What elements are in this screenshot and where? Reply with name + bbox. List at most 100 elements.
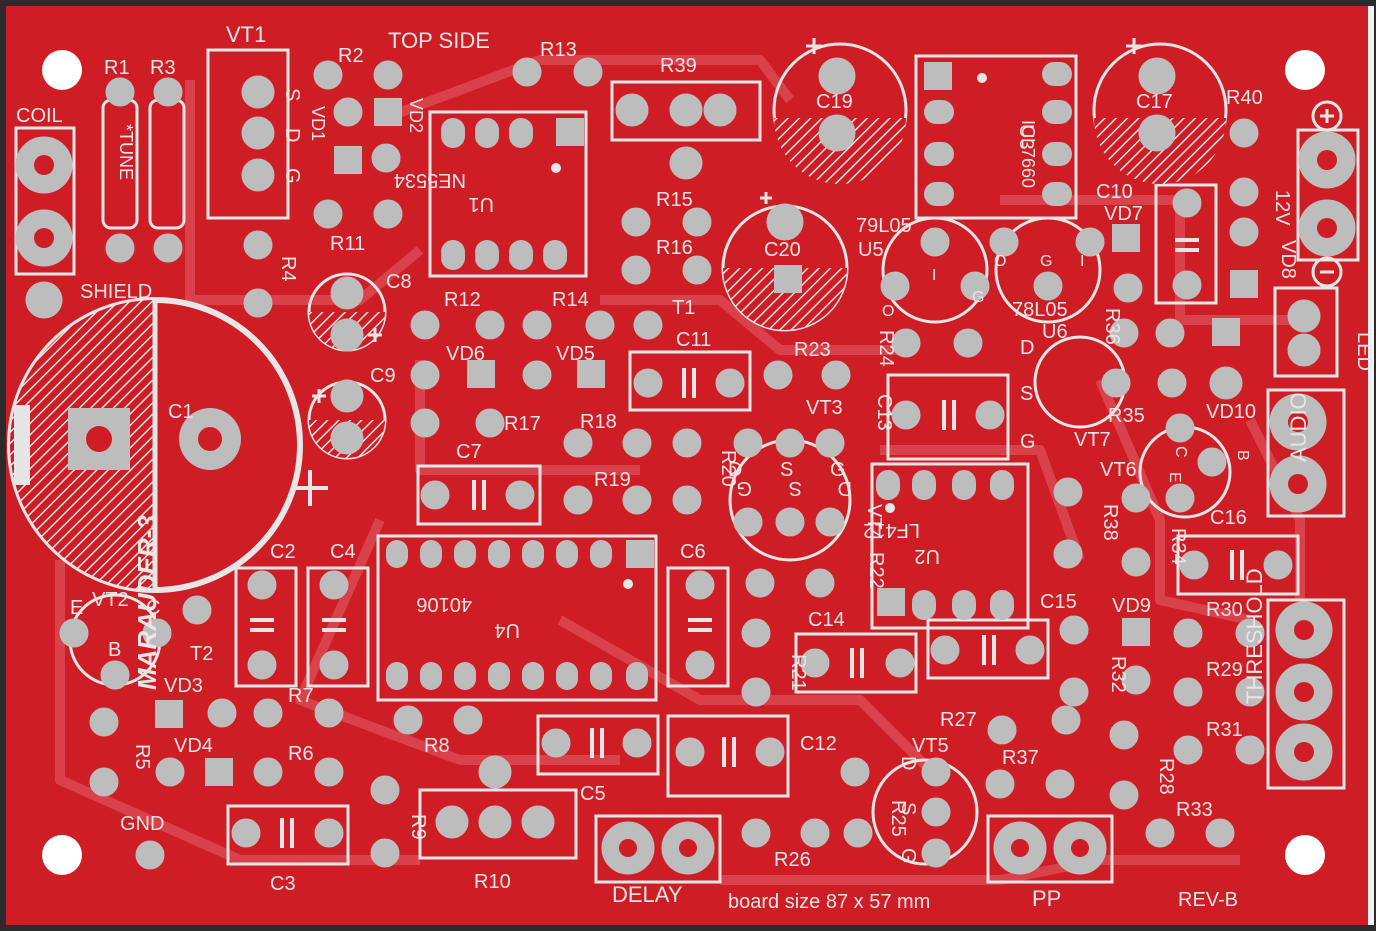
- label-r33: R33: [1176, 799, 1213, 821]
- label-vt5-s: S: [897, 802, 919, 815]
- label-r23: R23: [794, 339, 831, 361]
- label-vt1-g: G: [281, 168, 303, 184]
- label-vt4: VT4: [863, 504, 885, 541]
- c1-capacitor: [7, 297, 328, 593]
- label-led: LED: [1353, 332, 1375, 371]
- label-r18: R18: [580, 411, 617, 433]
- label-vt4-s: S: [789, 477, 802, 499]
- label-shield: SHIELD: [80, 281, 152, 303]
- label-r40: R40: [1226, 87, 1263, 109]
- label-vt3-g: G: [830, 459, 846, 481]
- label-r9: R9: [407, 814, 429, 840]
- mounting-holes: [42, 50, 1325, 875]
- label-c20: C20: [764, 239, 801, 261]
- label-r25: R25: [887, 800, 909, 837]
- label-audio: AUDIO: [1286, 392, 1311, 462]
- label-u1: U1: [468, 193, 494, 215]
- label-c1: C1: [168, 401, 194, 423]
- cap-symbols: [250, 238, 1244, 848]
- label-u5-o: O: [882, 303, 894, 320]
- label-c12: C12: [800, 733, 837, 755]
- label-r34: R34: [1167, 528, 1189, 565]
- label-board-size: board size 87 x 57 mm: [728, 891, 930, 913]
- label-vt2-b: B: [108, 639, 121, 661]
- label-r11: R11: [330, 233, 365, 255]
- label-gnd: GND: [120, 813, 164, 835]
- label-r37: R37: [1002, 747, 1039, 769]
- label-r17: R17: [504, 413, 541, 435]
- label-r32: R32: [1107, 656, 1129, 693]
- label-c4: C4: [330, 541, 356, 563]
- label-vt3: VT3: [806, 397, 843, 419]
- label-r3: R3: [150, 57, 176, 79]
- label-coil: COIL: [16, 105, 63, 127]
- label-r38: R38: [1099, 504, 1121, 541]
- label-r5: R5: [131, 744, 153, 770]
- label-vt4-g: G: [736, 477, 752, 499]
- label-vt7-g: G: [1020, 431, 1036, 453]
- label-vd2: VD2: [406, 98, 426, 133]
- label-u6: U6: [1042, 321, 1068, 343]
- label-c15: C15: [1040, 591, 1077, 613]
- mounting-hole-tr: [1285, 50, 1325, 90]
- label-vt2: VT2: [92, 589, 129, 611]
- label-vt7-s: S: [1020, 383, 1033, 405]
- label-c19: C19: [816, 91, 853, 113]
- label-vd9: VD9: [1112, 595, 1151, 617]
- pin1-dots: [551, 73, 987, 589]
- label-r36: R36: [1101, 308, 1123, 345]
- label-r39: R39: [660, 55, 697, 77]
- round-pads: [15, 57, 1356, 875]
- label-ne5534: NE5534: [394, 169, 466, 191]
- polarity-markers: [312, 38, 1343, 403]
- label-c14: C14: [808, 609, 845, 631]
- label-vd6: VD6: [446, 343, 485, 365]
- label-vt2-c: C: [146, 597, 160, 619]
- label-r6: R6: [288, 743, 314, 765]
- label-r21: R21: [787, 654, 809, 691]
- label-u5: U5: [858, 239, 884, 261]
- label-vd1: VD1: [308, 106, 328, 141]
- label-c8: C8: [386, 271, 412, 293]
- label-u6-g: G: [1040, 253, 1052, 270]
- label-c2: C2: [270, 541, 296, 563]
- label-vt7: VT7: [1074, 429, 1111, 451]
- label-vt5-d: D: [897, 756, 919, 770]
- ic-pads: [386, 62, 1072, 690]
- label-r29: R29: [1206, 659, 1243, 681]
- label-vt5: VT5: [912, 735, 949, 757]
- label-u3: U3: [1015, 124, 1037, 150]
- label-c13: C13: [873, 394, 895, 431]
- square-pads: [155, 62, 1258, 786]
- label-vt6-c: C: [1172, 446, 1189, 458]
- label-40106: 40106: [416, 593, 472, 615]
- label-12v: 12V: [1271, 190, 1293, 226]
- label-vt6-b: B: [1234, 450, 1251, 461]
- pad-holes: [34, 150, 1337, 857]
- cap-hatches: [309, 118, 1226, 458]
- label-r30: R30: [1206, 599, 1243, 621]
- label-vd3: VD3: [164, 675, 203, 697]
- label-c6: C6: [680, 541, 706, 563]
- label-vd10: VD10: [1206, 401, 1256, 423]
- label-r20: R20: [717, 450, 739, 487]
- label-79l05: 79L05: [856, 215, 912, 237]
- label-u4: U4: [494, 619, 520, 641]
- label-r27: R27: [940, 709, 977, 731]
- label-t2: T2: [190, 643, 213, 665]
- label-c7: C7: [456, 441, 482, 463]
- label-r10: R10: [474, 871, 511, 893]
- label-vt6: VT6: [1100, 459, 1137, 481]
- label-vt3-d: D: [728, 459, 742, 481]
- label-78l05: 78L05: [1012, 299, 1068, 321]
- label-r12: R12: [444, 289, 481, 311]
- label-icl7660: ICL7660: [1018, 120, 1038, 188]
- label-threshold: THRESHOLD: [1242, 568, 1267, 704]
- label-tune: *TUNE: [116, 124, 136, 180]
- label-r15: R15: [656, 189, 693, 211]
- label-vd8: VD8: [1277, 240, 1299, 279]
- label-r1: R1: [104, 57, 130, 79]
- label-c5: C5: [580, 783, 606, 805]
- mounting-hole-bl: [42, 835, 82, 875]
- label-vt3-s: S: [780, 459, 793, 481]
